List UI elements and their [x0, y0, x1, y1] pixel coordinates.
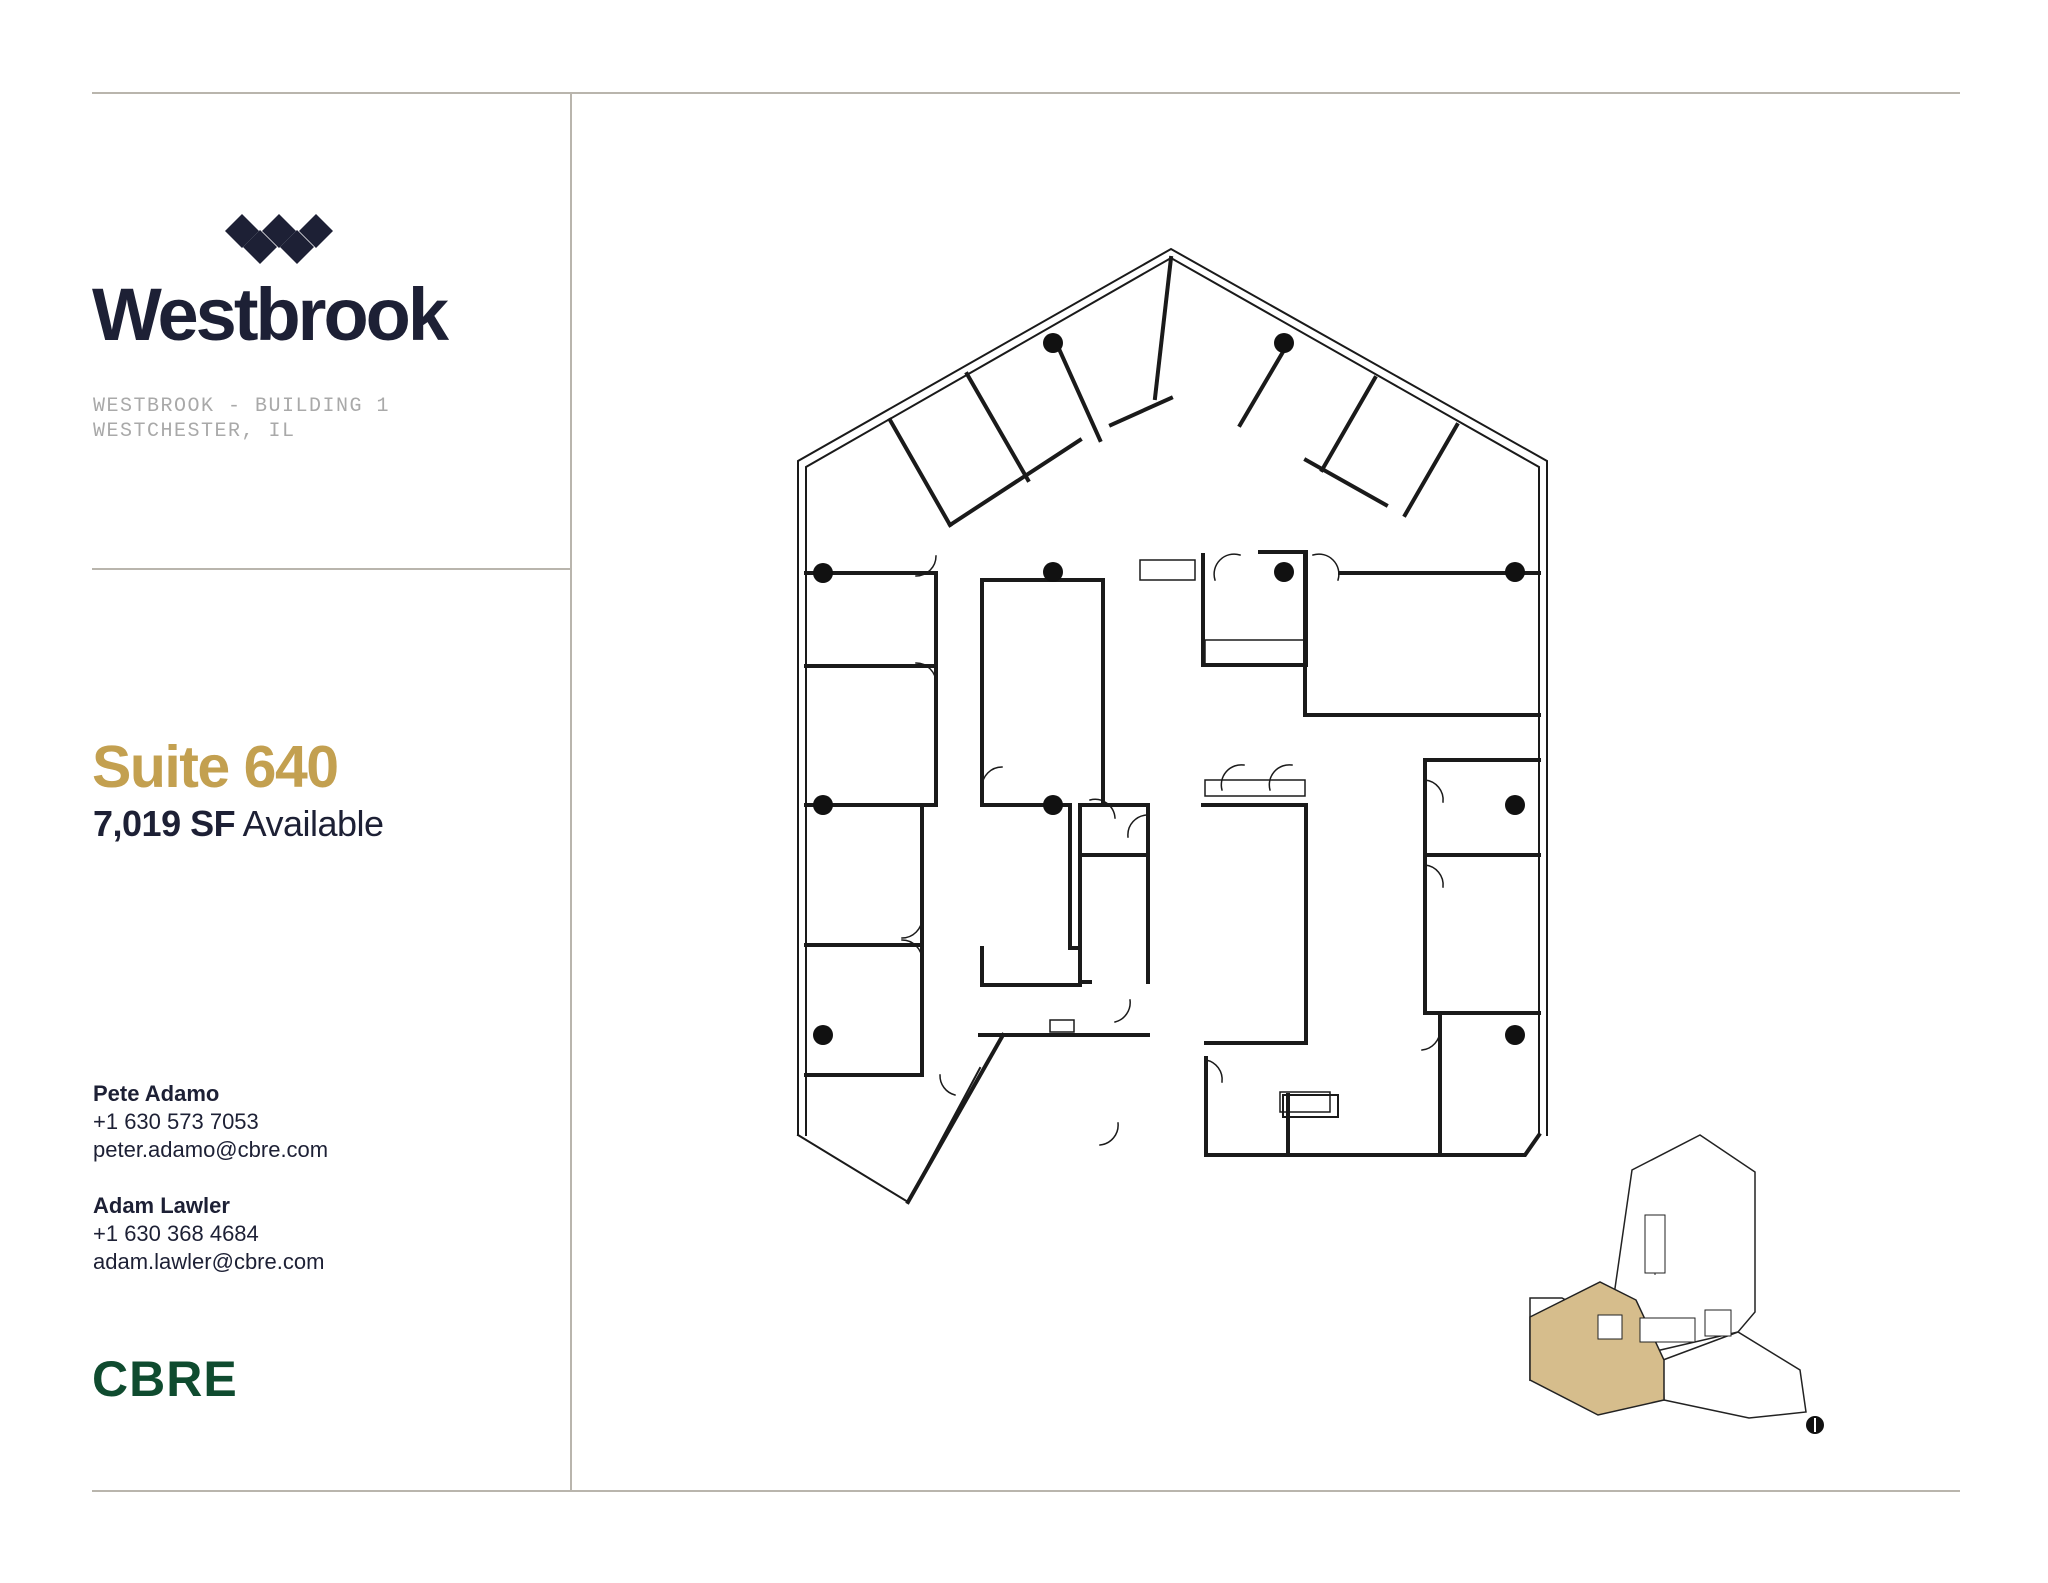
- brand-name: Westbrook: [92, 273, 449, 356]
- structural-columns: [813, 333, 1525, 1045]
- suite-size-label: Available: [242, 803, 384, 844]
- contact-card: Pete Adamo +1 630 573 7053 peter.adamo@c…: [93, 1080, 328, 1164]
- contact-name: Pete Adamo: [93, 1081, 220, 1106]
- contact-name: Adam Lawler: [93, 1193, 230, 1218]
- key-plan: [1529, 1134, 1807, 1419]
- header-divider: [92, 568, 571, 570]
- bottom-rule: [92, 1490, 1960, 1492]
- north-arrow-icon: [1806, 1416, 1824, 1434]
- contact-phone[interactable]: +1 630 573 7053: [93, 1109, 259, 1134]
- suite-size-value: 7,019 SF: [93, 803, 236, 844]
- left-panel-divider: [570, 92, 572, 1492]
- contact-phone[interactable]: +1 630 368 4684: [93, 1221, 259, 1246]
- building-envelope: [796, 247, 1548, 1204]
- building-address: WESTBROOK - BUILDING 1 WESTCHESTER, IL: [93, 394, 390, 444]
- suite-size: 7,019 SF Available: [93, 806, 384, 842]
- top-rule: [92, 92, 1960, 94]
- contact-email[interactable]: adam.lawler@cbre.com: [93, 1249, 325, 1274]
- door-swings: [901, 553, 1444, 1146]
- suite-title: Suite 640: [92, 734, 339, 800]
- cbre-logo: CBRE: [92, 1351, 238, 1407]
- contact-email[interactable]: peter.adamo@cbre.com: [93, 1137, 329, 1162]
- interior-walls: [804, 255, 1542, 1205]
- address-line-1: WESTBROOK - BUILDING 1: [93, 395, 391, 418]
- address-line-2: WESTCHESTER, IL: [93, 420, 296, 443]
- contact-card: Adam Lawler +1 630 368 4684 adam.lawler@…: [93, 1192, 324, 1276]
- westbrook-logo-icon: [225, 214, 333, 264]
